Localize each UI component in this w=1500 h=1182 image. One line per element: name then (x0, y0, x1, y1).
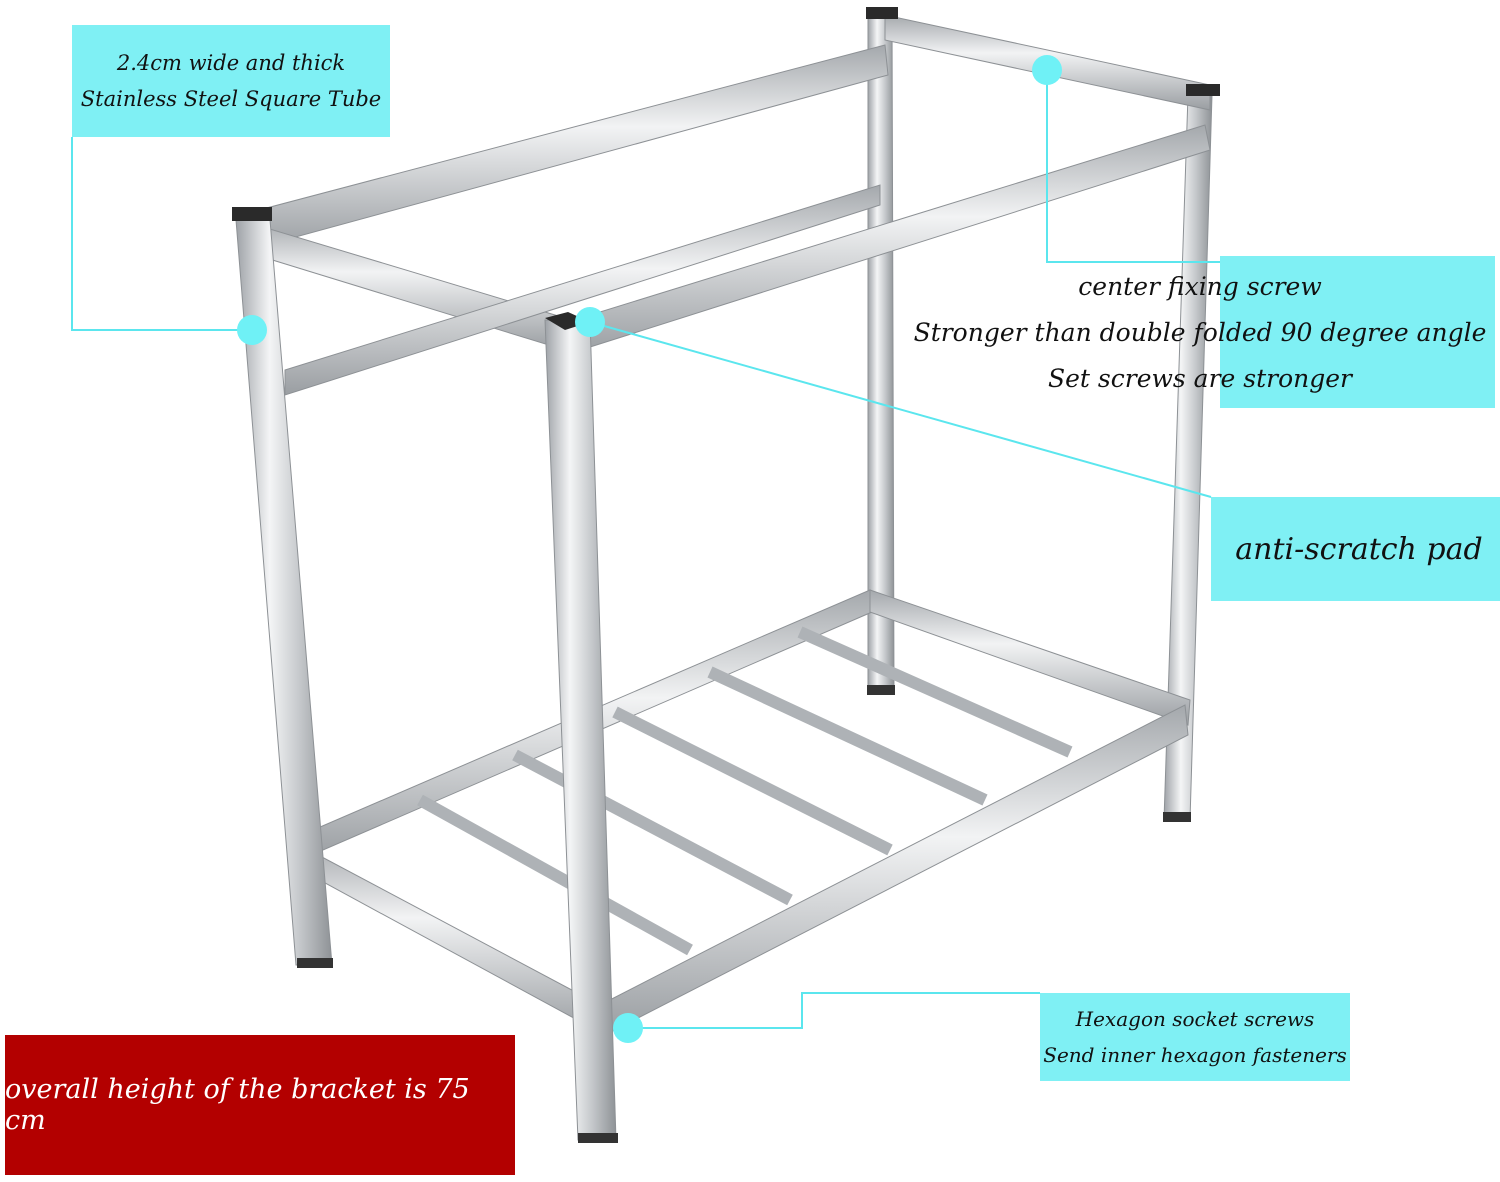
marker-dots (237, 55, 1062, 1043)
hex-callout-line2: Send inner hexagon fasteners (1043, 1043, 1347, 1067)
screw-callout-box (1220, 256, 1495, 408)
height-banner: overall height of the bracket is 75 cm (5, 1035, 515, 1175)
pad-callout: anti-scratch pad (1211, 497, 1500, 601)
bottom-frame (289, 589, 1191, 1036)
pad-callout-text: anti-scratch pad (1235, 531, 1483, 567)
screw-callout-line1: center fixing screw (1078, 272, 1322, 301)
screw-callout-line3: Set screws are stronger (1048, 364, 1352, 393)
tube-callout-line2: Stainless Steel Square Tube (80, 87, 382, 111)
hex-callout-line1: Hexagon socket screws (1075, 1007, 1315, 1031)
screw-callout: center fixing screw Stronger than double… (900, 264, 1500, 402)
tube-callout: 2.4cm wide and thick Stainless Steel Squ… (72, 25, 390, 137)
height-banner-text: overall height of the bracket is 75 cm (5, 1074, 470, 1136)
tube-callout-line1: 2.4cm wide and thick (116, 51, 346, 75)
screw-callout-line2: Stronger than double folded 90 degree an… (913, 318, 1487, 347)
leader-lines (71, 70, 1220, 1029)
hex-callout: Hexagon socket screws Send inner hexagon… (1040, 993, 1350, 1081)
rear-legs (867, 14, 1213, 821)
